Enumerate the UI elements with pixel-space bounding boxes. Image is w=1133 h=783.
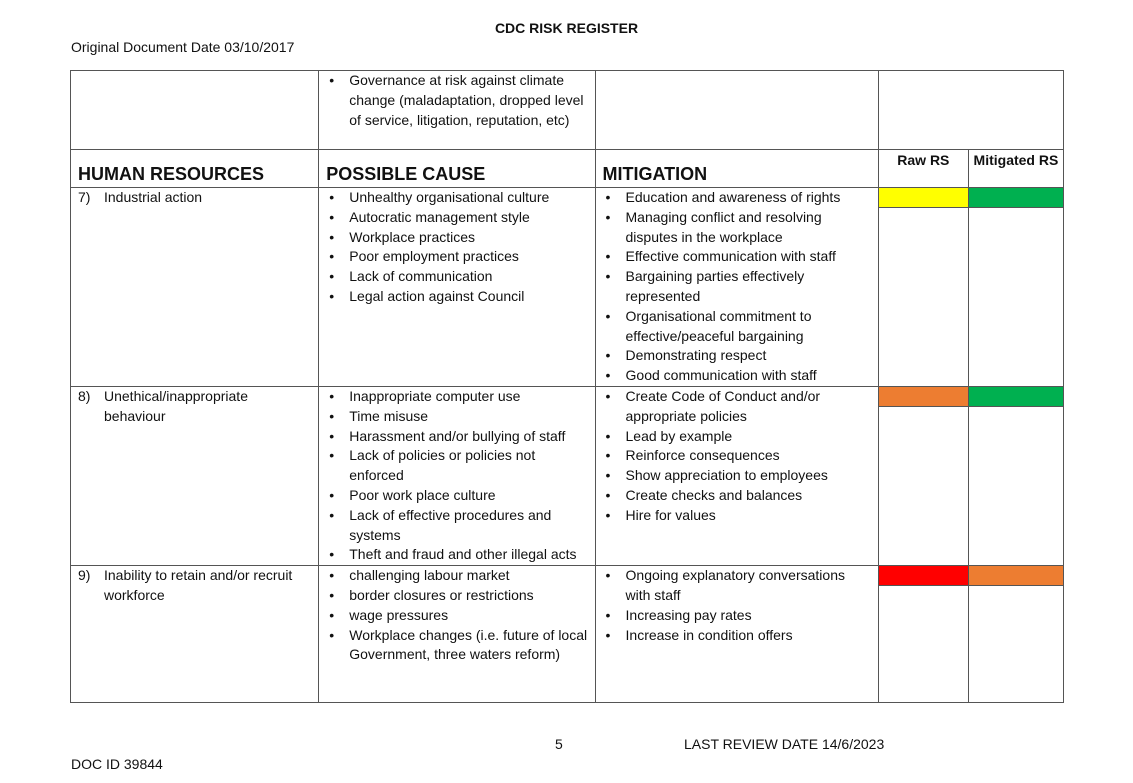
list-item: Governance at risk against climate chang… xyxy=(319,71,588,130)
list-item: Managing conflict and resolving disputes… xyxy=(596,208,872,248)
carryover-cause-cell: Governance at risk against climate chang… xyxy=(318,70,596,150)
carryover-row: Governance at risk against climate chang… xyxy=(69,70,1065,150)
risk-row-7: 7) Industrial action Unhealthy organisat… xyxy=(69,187,1065,387)
cause-list: Unhealthy organisational culture Autocra… xyxy=(319,188,594,307)
list-item: Reinforce consequences xyxy=(596,446,872,466)
mitigated-rs-swatch xyxy=(968,386,1063,407)
list-item: Inappropriate computer use xyxy=(319,387,588,407)
risk-cell: 7) Industrial action xyxy=(69,187,320,387)
list-item: Poor work place culture xyxy=(319,486,588,506)
raw-rs-heading: Raw RS xyxy=(877,149,969,188)
list-item: Create checks and balances xyxy=(596,486,872,506)
mitigated-rs-cell xyxy=(967,565,1065,704)
risk-row-9: 9) Inability to retain and/or recruit wo… xyxy=(69,565,1065,704)
risk-title: Industrial action xyxy=(104,189,203,205)
mitigation-list: Education and awareness of rights Managi… xyxy=(596,188,878,386)
list-item: Poor employment practices xyxy=(319,247,588,267)
list-item: Effective communication with staff xyxy=(596,247,872,267)
list-item: challenging labour market xyxy=(319,566,588,586)
mitigation-list: Ongoing explanatory conversations with s… xyxy=(596,566,878,645)
raw-rs-swatch xyxy=(878,188,968,208)
list-item: Autocratic management style xyxy=(319,208,588,228)
raw-rs-cell xyxy=(877,385,969,567)
list-item: wage pressures xyxy=(319,606,588,626)
list-item: Workplace changes (i.e. future of local … xyxy=(319,626,588,666)
mitigated-rs-swatch xyxy=(968,188,1063,208)
list-item: Bargaining parties effectively represent… xyxy=(596,267,872,307)
mitigation-cell: Create Code of Conduct and/or appropriat… xyxy=(594,385,879,567)
list-item: Time misuse xyxy=(319,407,588,427)
list-item: Lack of policies or policies not enforce… xyxy=(319,446,588,486)
cause-cell: challenging labour market border closure… xyxy=(318,565,596,704)
list-item: Lack of communication xyxy=(319,267,588,287)
list-item: Increase in condition offers xyxy=(596,626,872,646)
risk-number: 9) xyxy=(78,567,91,584)
list-item: Theft and fraud and other illegal acts xyxy=(319,545,588,565)
risk-cell: 8) Unethical/inappropriate behaviour xyxy=(69,385,320,567)
mitigated-rs-swatch xyxy=(968,566,1063,587)
risk-cell: 9) Inability to retain and/or recruit wo… xyxy=(69,565,320,704)
cause-cell: Unhealthy organisational culture Autocra… xyxy=(318,187,596,387)
risk-register-table: Governance at risk against climate chang… xyxy=(69,70,1065,704)
list-item: Demonstrating respect xyxy=(596,346,872,366)
risk-title: Unethical/inappropriate behaviour xyxy=(104,387,248,424)
mitigation-list: Create Code of Conduct and/or appropriat… xyxy=(596,387,878,526)
list-item: Education and awareness of rights xyxy=(596,188,872,208)
list-item: Ongoing explanatory conversations with s… xyxy=(596,566,872,606)
carryover-rs-cell xyxy=(877,70,1065,150)
list-item: Show appreciation to employees xyxy=(596,466,872,486)
risk-number: 7) xyxy=(78,189,91,205)
raw-rs-cell xyxy=(877,565,969,704)
list-item: Legal action against Council xyxy=(319,287,588,307)
list-item: Lead by example xyxy=(596,427,872,447)
list-item: Harassment and/or bullying of staff xyxy=(319,427,588,447)
list-item: Increasing pay rates xyxy=(596,606,872,626)
list-item: Organisational commitment to effective/p… xyxy=(596,307,872,347)
last-review-date: LAST REVIEW DATE 14/6/2023 xyxy=(684,736,885,752)
cause-list: challenging labour market border closure… xyxy=(319,566,594,665)
carryover-cause-list: Governance at risk against climate chang… xyxy=(319,71,594,130)
column-header-row: HUMAN RESOURCES POSSIBLE CAUSE MITIGATIO… xyxy=(69,149,1065,188)
original-document-date: Original Document Date 03/10/2017 xyxy=(71,39,295,55)
list-item: Unhealthy organisational culture xyxy=(319,188,588,208)
list-item: Create Code of Conduct and/or appropriat… xyxy=(596,387,872,427)
mitigated-rs-cell xyxy=(967,385,1065,567)
list-item: Workplace practices xyxy=(319,228,588,248)
risk-number: 8) xyxy=(78,387,91,404)
page-number: 5 xyxy=(555,736,563,752)
mitigation-cell: Education and awareness of rights Managi… xyxy=(594,187,879,387)
mitigated-rs-cell xyxy=(967,187,1065,387)
mitigation-cell: Ongoing explanatory conversations with s… xyxy=(594,565,879,704)
cause-list: Inappropriate computer use Time misuse H… xyxy=(319,387,594,565)
risk-row-8: 8) Unethical/inappropriate behaviour Ina… xyxy=(69,385,1065,567)
mitigation-heading: MITIGATION xyxy=(594,149,879,188)
risk-title: Inability to retain and/or recruit workf… xyxy=(104,567,293,603)
list-item: Hire for values xyxy=(596,506,872,526)
list-item: Lack of effective procedures and systems xyxy=(319,506,588,546)
possible-cause-heading: POSSIBLE CAUSE xyxy=(318,149,596,188)
document-title: CDC RISK REGISTER xyxy=(494,20,639,36)
category-heading: HUMAN RESOURCES xyxy=(69,149,320,188)
carryover-mitigation-cell xyxy=(594,70,879,150)
raw-rs-swatch xyxy=(878,386,968,407)
raw-rs-swatch xyxy=(878,566,968,587)
carryover-risk-cell xyxy=(69,70,320,150)
list-item: border closures or restrictions xyxy=(319,586,588,606)
document-id: DOC ID 39844 xyxy=(71,756,163,772)
list-item: Good communication with staff xyxy=(596,366,872,386)
mitigated-rs-heading: Mitigated RS xyxy=(967,149,1065,188)
cause-cell: Inappropriate computer use Time misuse H… xyxy=(318,385,596,567)
raw-rs-cell xyxy=(877,187,969,387)
